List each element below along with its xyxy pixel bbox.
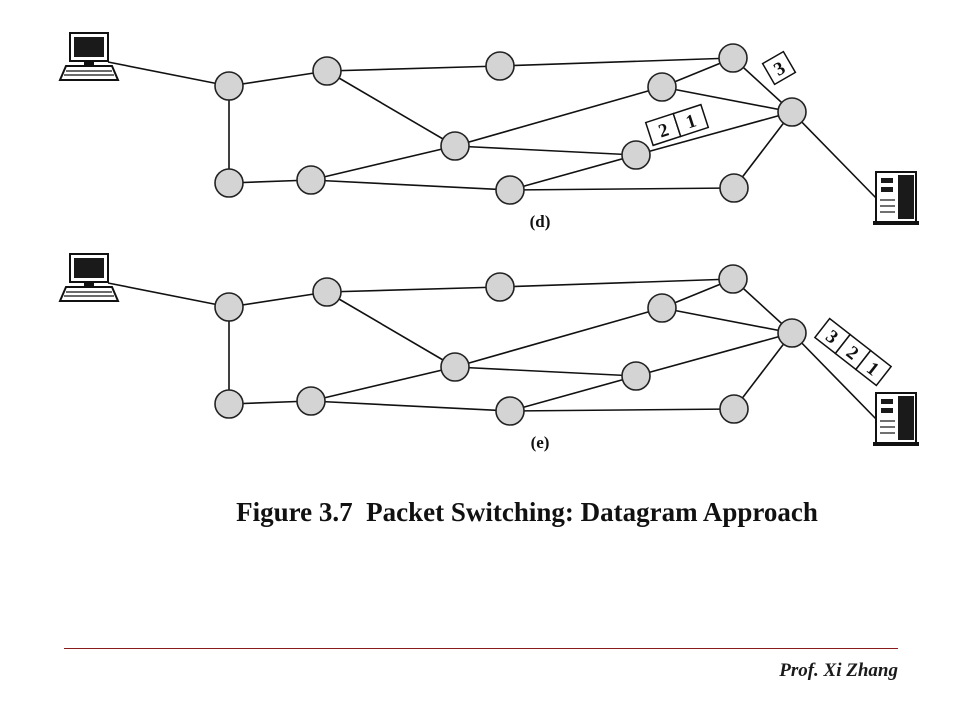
packet-1-d-box [672,103,710,138]
panel-label-e: (e) [531,433,550,452]
packet-stack-e: 3 2 1 [813,317,893,387]
server-tower-icon [872,392,920,447]
network-graph-d [107,43,879,205]
panel-e: 3 2 1 (e) [59,253,920,452]
packet-3-d: 3 [761,50,797,86]
figure-caption: Figure 3.7 Packet Switching: Datagram Ap… [236,497,818,527]
server-tower-icon [872,171,920,226]
footer-author: Prof. Xi Zhang [779,660,898,681]
footer-divider [64,648,898,649]
computer-terminal-icon [59,32,119,81]
panel-label-d: (d) [530,212,551,231]
network-graph-e [107,264,879,426]
panel-d: 3 2 1 (d) [59,32,920,231]
computer-terminal-icon [59,253,119,302]
packet-queue-d: 2 1 [644,103,710,147]
